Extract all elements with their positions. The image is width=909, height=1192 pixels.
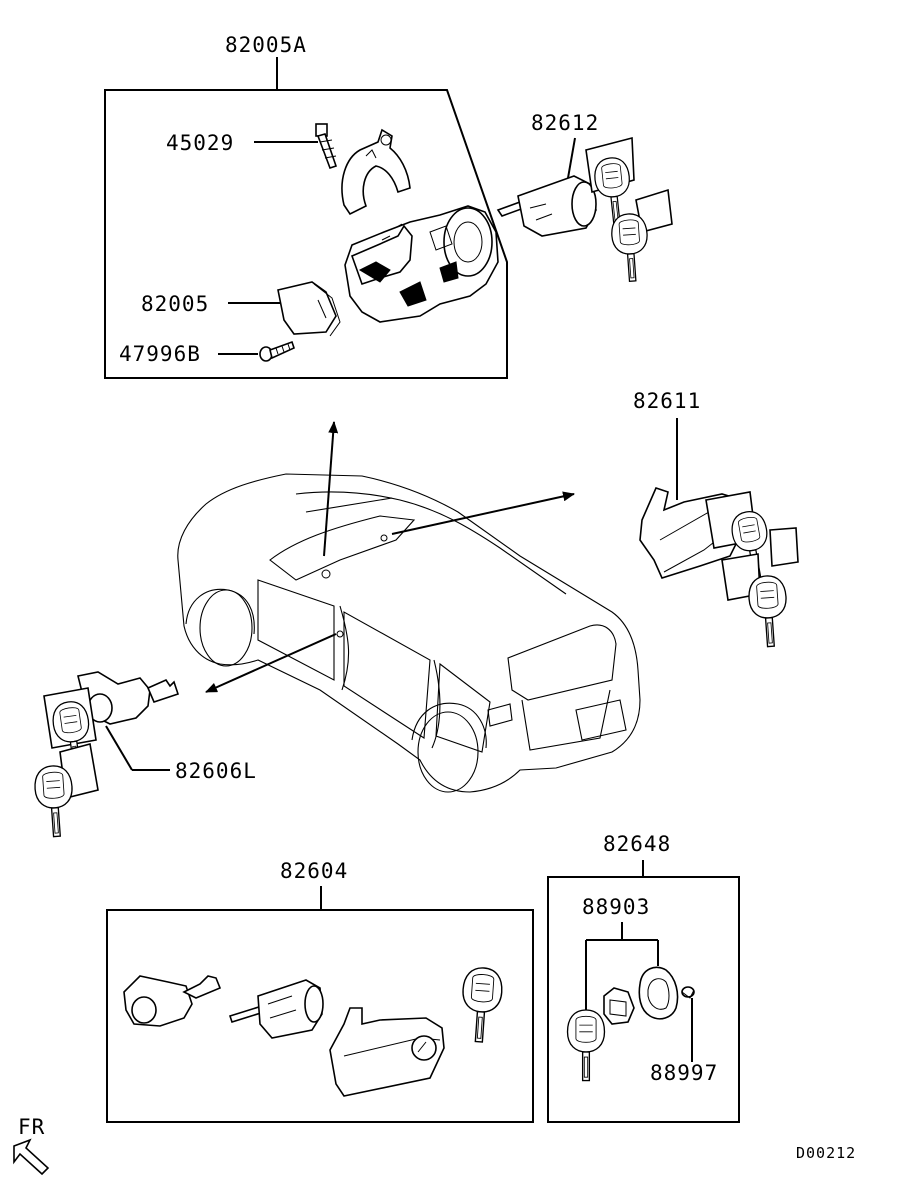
front-direction-indicator: FR — [13, 1115, 50, 1176]
diagram-code: D00212 — [796, 1144, 856, 1162]
set-tailgate-handle — [329, 1007, 445, 1097]
label-82648: 82648 — [603, 832, 671, 856]
arrow-to-tailgate — [391, 491, 575, 535]
part-82606L-door-cylinder: 82606L — [32, 671, 257, 839]
lock-set-group: 82604 — [106, 859, 534, 1123]
direction-label: FR — [18, 1115, 45, 1139]
set-key — [458, 965, 505, 1044]
ignition-switch-group: 82005A 45029 82005 — [104, 33, 508, 379]
set-door-cylinder — [123, 975, 222, 1027]
ignition-cover-plate — [341, 128, 411, 216]
label-82005A: 82005A — [225, 33, 307, 57]
arrow-to-door — [205, 633, 337, 693]
group-box-82604 — [106, 909, 534, 1123]
label-88903: 88903 — [582, 895, 650, 919]
part-88997-screw — [681, 986, 695, 999]
part-45029-pin — [315, 123, 338, 170]
arrow-to-ignition — [323, 421, 339, 557]
label-45029: 45029 — [166, 131, 234, 155]
label-82005: 82005 — [141, 292, 209, 316]
group-box-82648 — [547, 876, 740, 1123]
part-82005-immobilizer — [277, 281, 341, 337]
set-88903-key — [566, 1009, 606, 1082]
part-82611-tailgate-handle: 82611 — [633, 389, 799, 649]
label-82612: 82612 — [531, 111, 599, 135]
ignition-lock-body — [344, 205, 499, 323]
set-88903-transponder — [603, 987, 635, 1025]
part-47996B-screw — [259, 340, 295, 362]
vehicle-outline — [177, 473, 641, 793]
label-88997: 88997 — [650, 1061, 718, 1085]
set-88903-cover — [638, 966, 679, 1020]
group-box-82005A — [104, 89, 508, 379]
part-82612-lock-cylinder: 82612 — [496, 111, 673, 283]
set-ignition-cylinder — [228, 979, 324, 1039]
label-47996B: 47996B — [119, 342, 201, 366]
label-82604: 82604 — [280, 859, 348, 883]
label-82611: 82611 — [633, 389, 701, 413]
key-set-group: 82648 88903 88997 — [547, 832, 740, 1123]
front-arrow-icon — [13, 1138, 50, 1176]
label-82606L: 82606L — [175, 759, 257, 783]
